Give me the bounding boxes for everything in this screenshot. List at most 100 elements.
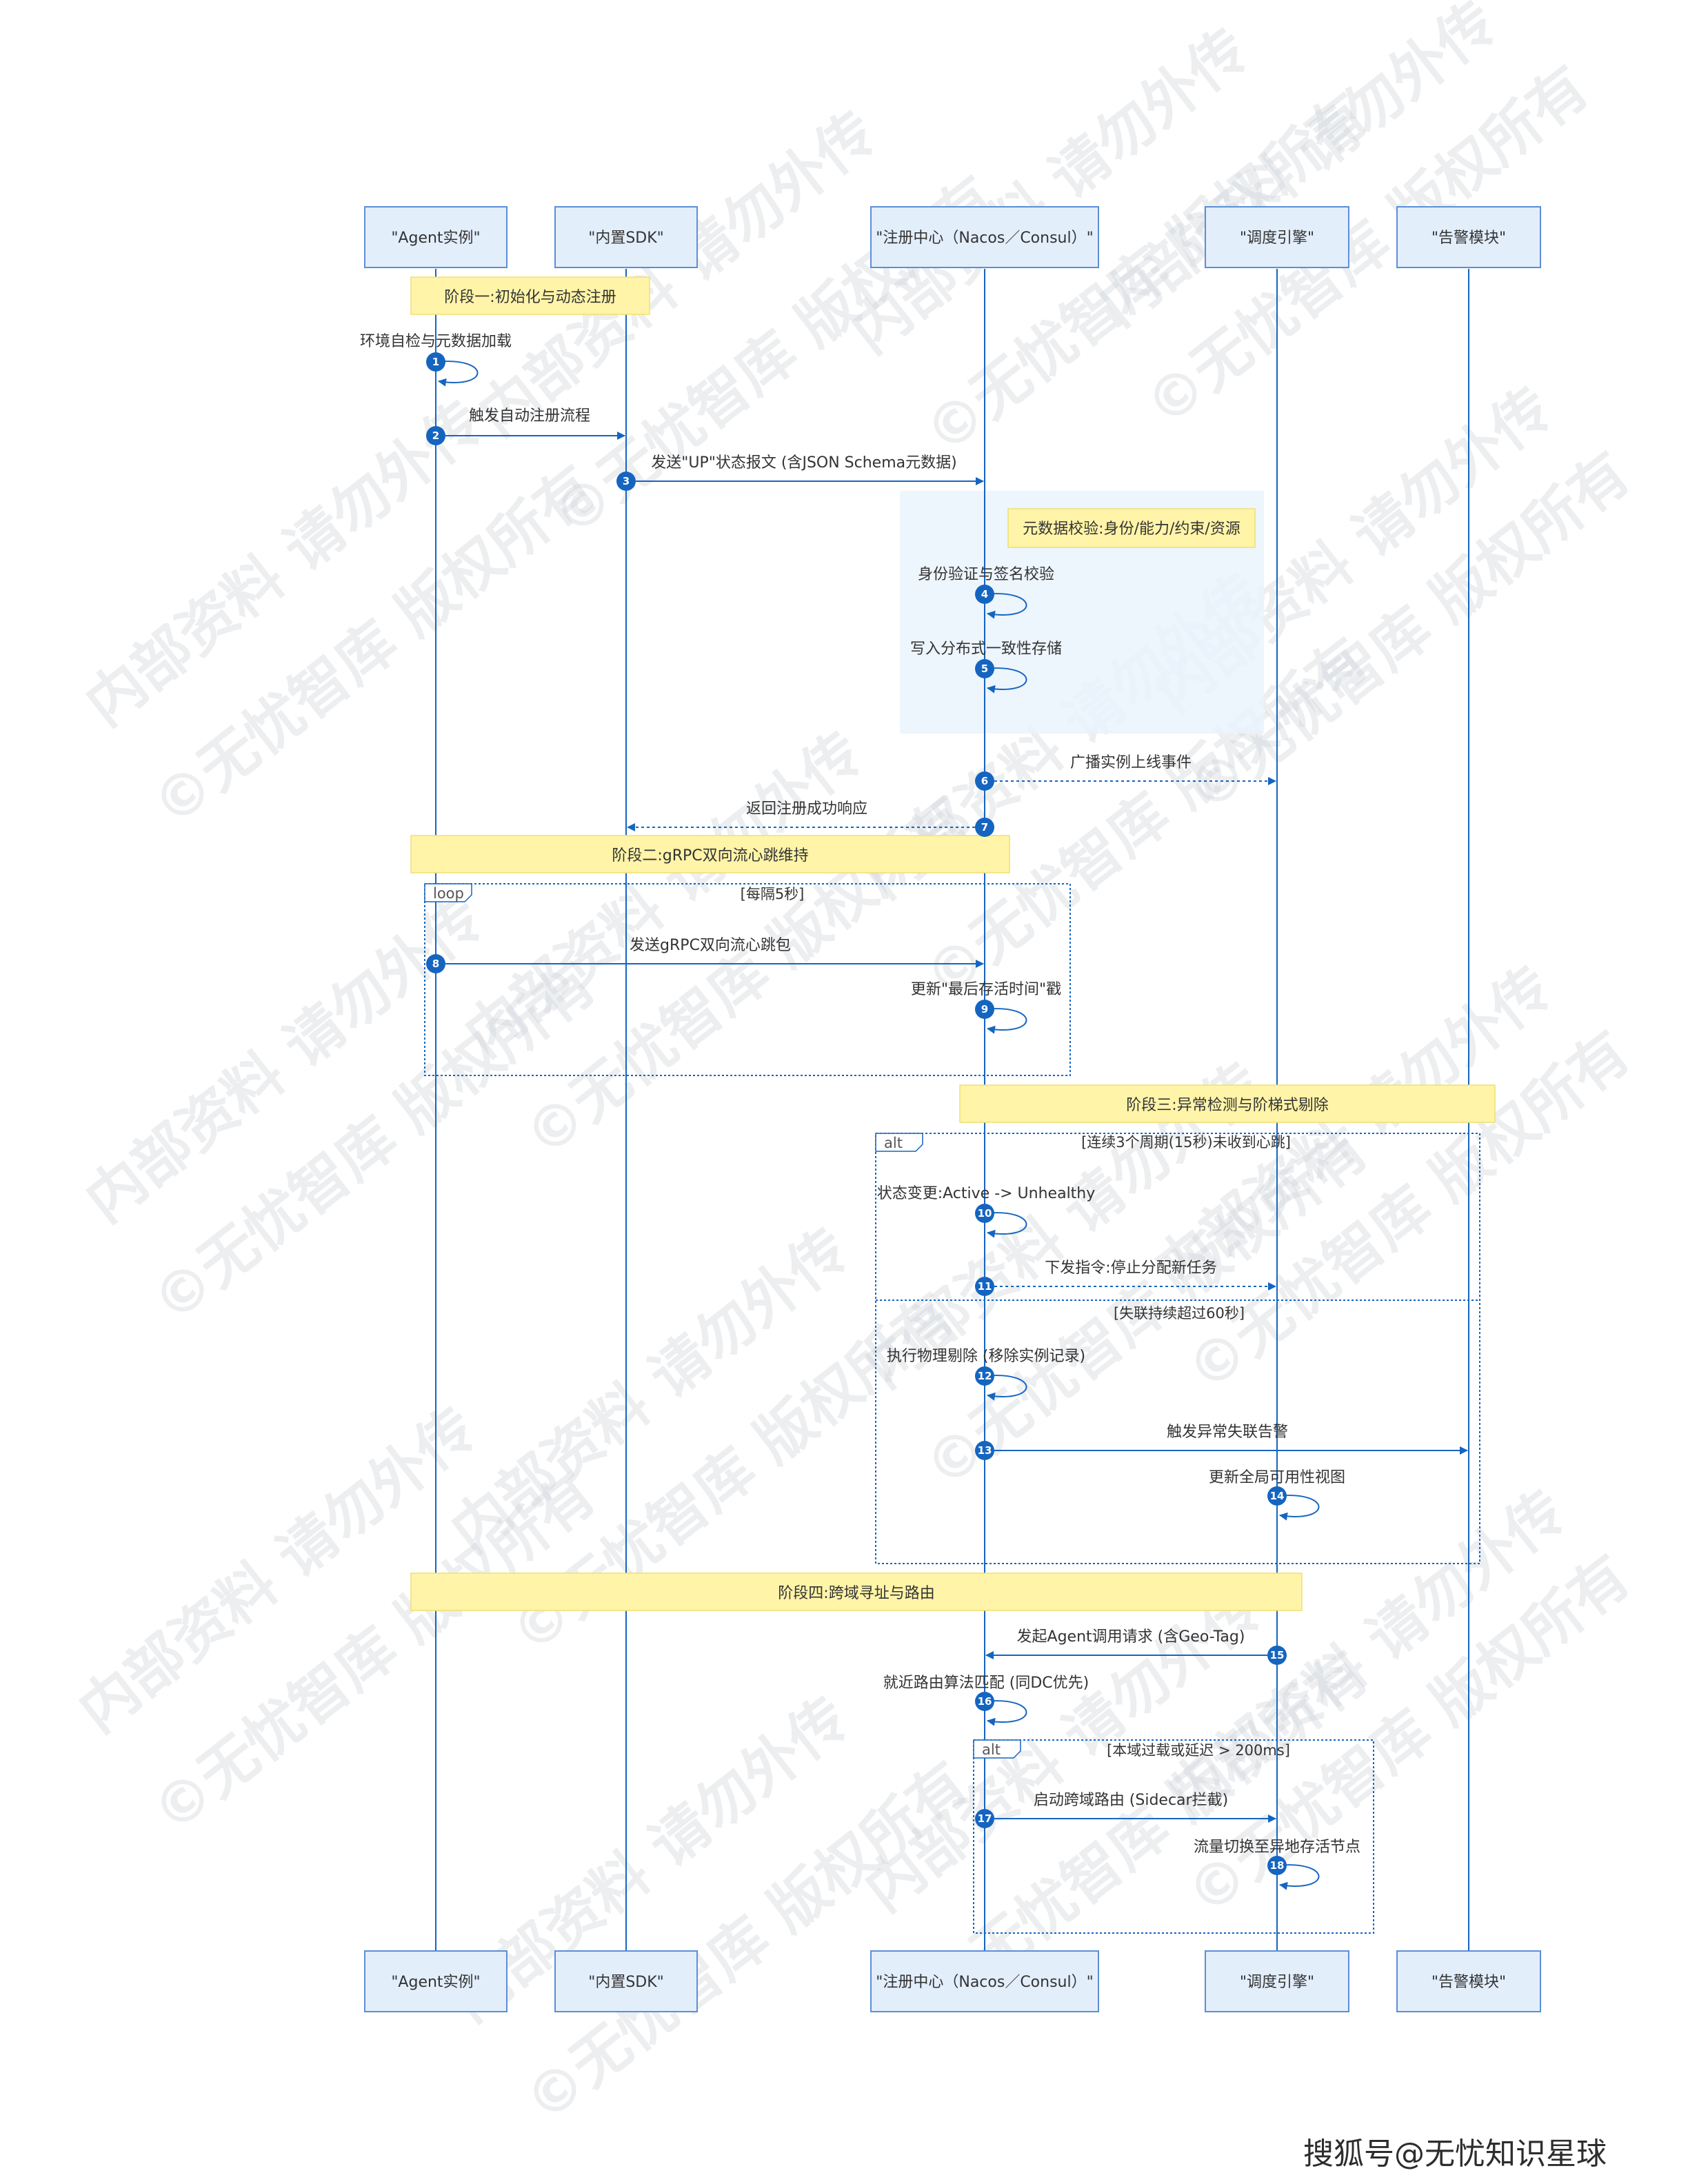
step-badge bbox=[975, 818, 994, 837]
step-badge bbox=[975, 1366, 994, 1386]
step-badge bbox=[975, 1204, 994, 1223]
message-9: 更新"最后存活时间"戳 9 bbox=[911, 981, 1061, 1034]
frame-kind-label: loop bbox=[433, 885, 464, 902]
step-badge bbox=[975, 1809, 994, 1828]
participant-agent-bottom: "Agent实例" bbox=[364, 1950, 508, 2012]
message-17: 启动跨域路由 (Sidecar拦截) 17 bbox=[975, 1792, 1276, 1828]
message-8: 发送gRPC双向流心跳包 8 bbox=[426, 937, 984, 973]
step-number: 4 bbox=[981, 588, 988, 600]
message-label: 广播实例上线事件 bbox=[1070, 754, 1192, 771]
step-badge bbox=[975, 1441, 994, 1460]
participant-reg-top: "注册中心（Nacos／Consul）" bbox=[870, 206, 1099, 268]
participant-label: "告警模块" bbox=[1431, 1974, 1506, 1991]
frame-condition: [本域过载或延迟 > 200ms] bbox=[1107, 1742, 1290, 1759]
step-number: 5 bbox=[981, 663, 988, 675]
message-16: 就近路由算法匹配 (同DC优先)16 bbox=[883, 1675, 1089, 1726]
step-badge bbox=[1267, 1856, 1287, 1875]
step-number: 11 bbox=[978, 1280, 992, 1293]
frame-kind-label: alt bbox=[982, 1741, 1001, 1758]
message-label: 流量切换至异地存活节点 bbox=[1194, 1839, 1360, 1856]
step-badge bbox=[975, 1000, 994, 1019]
step-badge bbox=[426, 954, 445, 973]
participant-sdk-bottom: "内置SDK" bbox=[554, 1950, 698, 2012]
message-label: 更新"最后存活时间"戳 bbox=[911, 981, 1061, 998]
participant-alarm-top: "告警模块" bbox=[1396, 206, 1541, 268]
frame-condition: [每隔5秒] bbox=[741, 886, 805, 902]
message-label: 返回注册成功响应 bbox=[746, 800, 867, 818]
message-label: 发送gRPC双向流心跳包 bbox=[630, 937, 791, 954]
message-label: 触发自动注册流程 bbox=[469, 407, 590, 425]
step-number: 16 bbox=[978, 1695, 992, 1708]
participant-sched-bottom: "调度引擎" bbox=[1205, 1950, 1349, 2012]
step-badge bbox=[975, 1277, 994, 1296]
phase-label: 阶段四:跨域寻址与路由 bbox=[778, 1585, 934, 1602]
step-number: 3 bbox=[623, 475, 630, 487]
frame-kind-label: alt bbox=[884, 1135, 903, 1151]
participant-label: "注册中心（Nacos／Consul）" bbox=[876, 1974, 1093, 1991]
participant-label: "调度引擎" bbox=[1240, 1974, 1314, 1991]
step-number: 17 bbox=[978, 1812, 992, 1825]
step-number: 10 bbox=[978, 1207, 992, 1220]
message-label: 触发异常失联告警 bbox=[1167, 1424, 1288, 1441]
message-label: 身份验证与签名校验 bbox=[918, 566, 1054, 583]
step-number: 2 bbox=[432, 429, 439, 442]
phase-label: 阶段一:初始化与动态注册 bbox=[444, 289, 616, 306]
message-label: 写入分布式一致性存储 bbox=[910, 640, 1062, 658]
participant-label: "Agent实例" bbox=[391, 230, 480, 247]
participant-agent-top: "Agent实例" bbox=[364, 206, 508, 268]
step-badge bbox=[975, 659, 994, 678]
step-number: 12 bbox=[978, 1370, 992, 1382]
message-3: 发送"UP"状态报文 (含JSON Schema元数据) 3 bbox=[616, 454, 984, 491]
step-number: 9 bbox=[981, 1003, 988, 1015]
step-number: 15 bbox=[1270, 1649, 1285, 1661]
step-badge bbox=[975, 1692, 994, 1711]
participant-label: "注册中心（Nacos／Consul）" bbox=[876, 230, 1093, 247]
note-label: 元数据校验:身份/能力/约束/资源 bbox=[1023, 520, 1240, 538]
participant-reg-bottom: "注册中心（Nacos／Consul）" bbox=[870, 1950, 1099, 2012]
message-11: 下发指令:停止分配新任务 11 bbox=[975, 1260, 1276, 1296]
step-badge bbox=[426, 352, 445, 372]
step-badge bbox=[1267, 1646, 1287, 1665]
step-badge bbox=[616, 472, 636, 491]
participant-label: "Agent实例" bbox=[391, 1974, 480, 1991]
step-number: 8 bbox=[432, 958, 439, 970]
message-15: 发起Agent调用请求 (含Geo-Tag) 15 bbox=[985, 1628, 1287, 1665]
frame-loop-1: loop [每隔5秒] bbox=[424, 883, 1071, 1076]
validation-note: 元数据校验:身份/能力/约束/资源 bbox=[1007, 508, 1256, 548]
frame-condition: [失联持续超过60秒] bbox=[1114, 1305, 1245, 1322]
phase-note-2: 阶段二:gRPC双向流心跳维持 bbox=[410, 835, 1010, 873]
participant-sched-top: "调度引擎" bbox=[1205, 206, 1349, 268]
step-badge bbox=[975, 585, 994, 604]
message-18: 流量切换至异地存活节点 18 bbox=[1194, 1839, 1360, 1890]
step-number: 14 bbox=[1270, 1490, 1285, 1502]
message-4: 身份验证与签名校验 4 bbox=[918, 566, 1054, 619]
step-badge bbox=[975, 771, 994, 791]
message-label: 启动跨域路由 (Sidecar拦截) bbox=[1034, 1792, 1228, 1809]
message-label: 发起Agent调用请求 (含Geo-Tag) bbox=[1017, 1628, 1245, 1646]
footer-credit: 搜狐号@无忧知识星球 bbox=[1303, 2136, 1607, 2172]
phase-note-4: 阶段四:跨域寻址与路由 bbox=[410, 1573, 1303, 1611]
participant-label: "内置SDK" bbox=[588, 1974, 664, 1991]
message-label: 发送"UP"状态报文 (含JSON Schema元数据) bbox=[651, 454, 956, 472]
participant-label: "调度引擎" bbox=[1240, 230, 1314, 247]
message-5: 写入分布式一致性存储 5 bbox=[910, 640, 1062, 694]
step-badge bbox=[1267, 1486, 1287, 1506]
step-number: 18 bbox=[1270, 1859, 1285, 1872]
phase-note-3: 阶段三:异常检测与阶梯式剔除 bbox=[959, 1084, 1496, 1123]
phase-label: 阶段三:异常检测与阶梯式剔除 bbox=[1126, 1097, 1328, 1114]
phase-note-1: 阶段一:初始化与动态注册 bbox=[410, 276, 650, 315]
phase-label: 阶段二:gRPC双向流心跳维持 bbox=[612, 847, 808, 865]
message-12: 执行物理剔除 (移除实例记录) 12 bbox=[887, 1348, 1085, 1401]
step-number: 1 bbox=[432, 356, 439, 368]
message-label: 下发指令:停止分配新任务 bbox=[1045, 1260, 1216, 1277]
frame-condition: [连续3个周期(15秒)未收到心跳] bbox=[1081, 1134, 1291, 1151]
message-label: 执行物理剔除 (移除实例记录) bbox=[887, 1348, 1085, 1365]
